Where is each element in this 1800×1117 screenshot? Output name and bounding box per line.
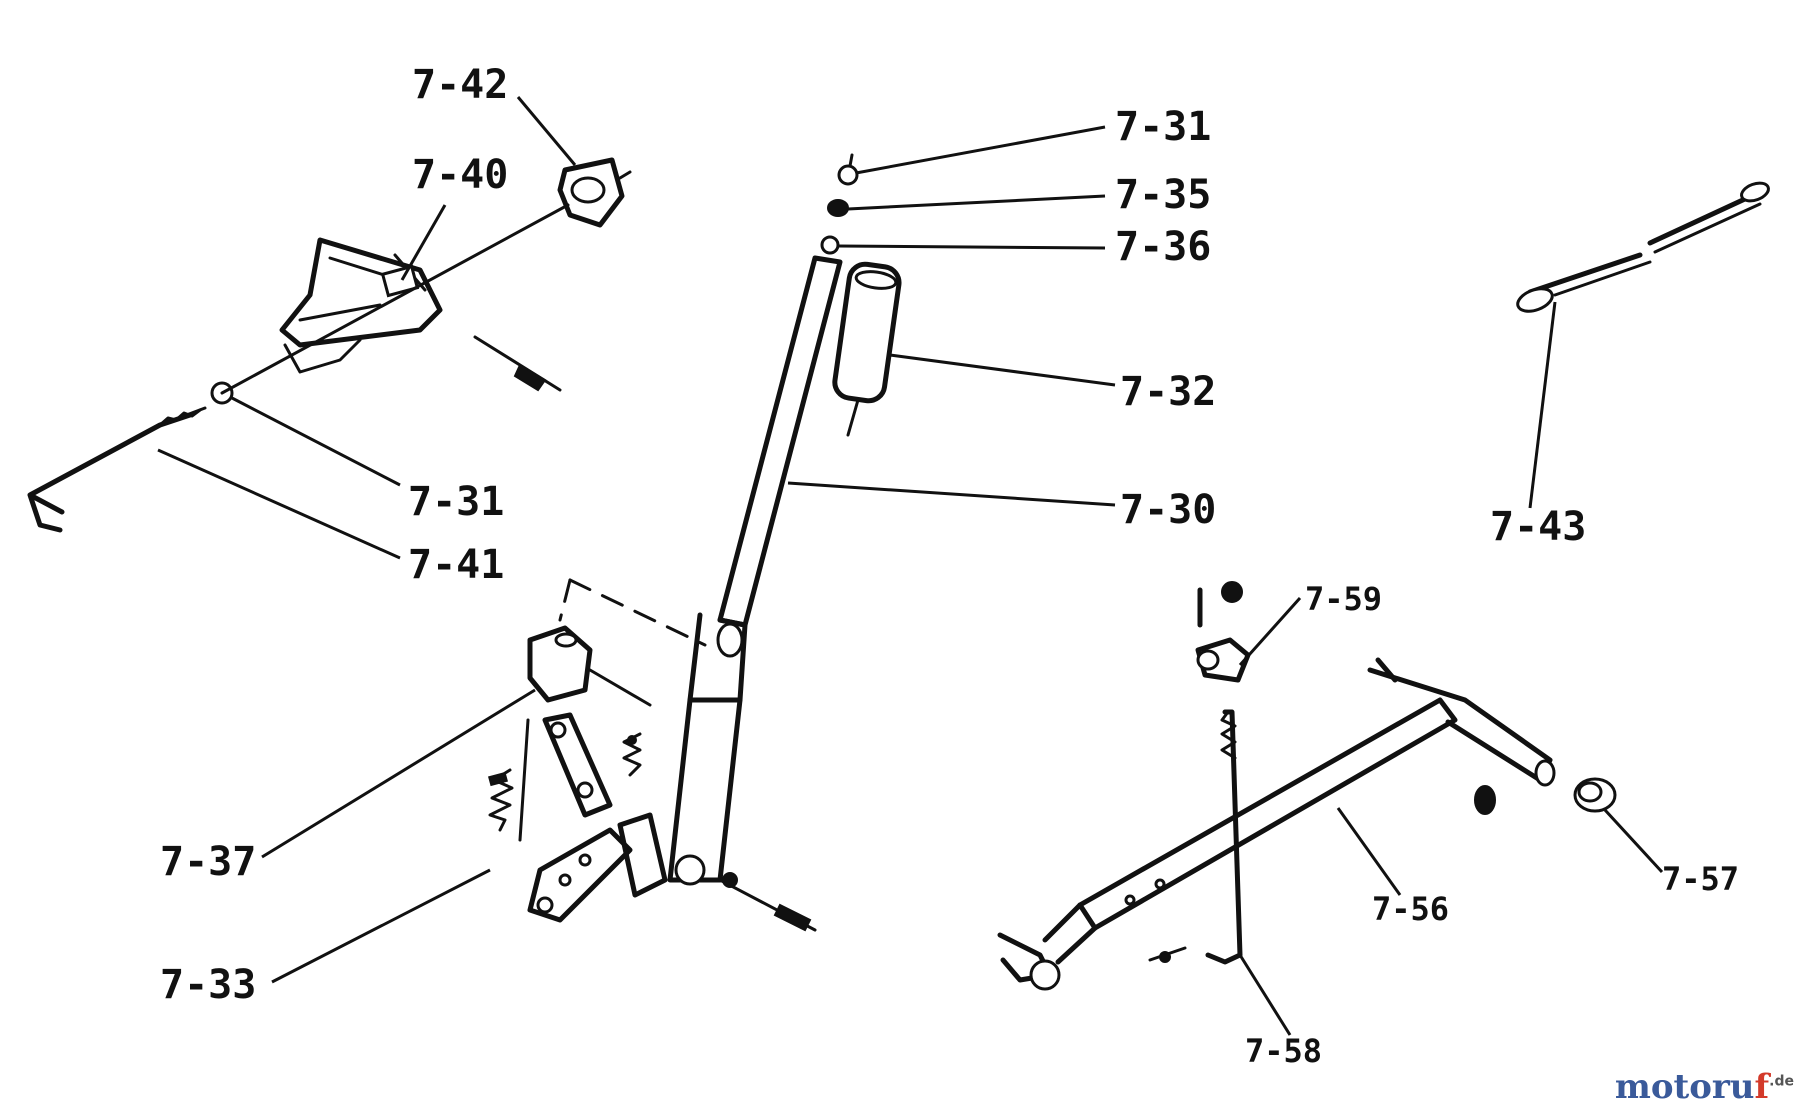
- part-7-36-nut: [820, 235, 840, 255]
- part-7-35-washer: [827, 199, 849, 217]
- part-7-40-bracket: [279, 237, 443, 374]
- linkage-arm: [518, 712, 668, 923]
- label-7-42: 7-42: [412, 62, 508, 108]
- label-7-32: 7-32: [1120, 369, 1216, 415]
- label-7-56: 7-56: [1372, 890, 1449, 928]
- part-7-33-spring: [488, 768, 514, 832]
- screw-upper: [473, 335, 562, 392]
- part-7-59-pin: [1195, 581, 1251, 683]
- part-7-32-grip: [832, 261, 902, 437]
- leader-lines: [157, 96, 1664, 1036]
- label-7-33: 7-33: [160, 962, 256, 1008]
- spring-center: [622, 732, 642, 777]
- washer-small: [1474, 785, 1496, 815]
- label-7-31-top: 7-31: [1115, 104, 1211, 150]
- bolt-bottom: [718, 872, 817, 932]
- label-7-30: 7-30: [1120, 487, 1216, 533]
- part-7-37-block: [527, 625, 652, 707]
- connector-line-knob-rod: [220, 203, 570, 395]
- label-7-59: 7-59: [1305, 580, 1382, 618]
- dashed-assembly-line: [558, 578, 707, 647]
- part-7-56-frame: [997, 657, 1556, 991]
- part-7-31-ball-top: [837, 153, 859, 186]
- label-7-58: 7-58: [1245, 1032, 1322, 1070]
- label-7-43: 7-43: [1490, 504, 1586, 550]
- label-7-35: 7-35: [1115, 172, 1211, 218]
- label-7-31-left: 7-31: [408, 479, 504, 525]
- watermark-logo: motoruf.de: [1614, 1067, 1794, 1107]
- label-7-41: 7-41: [408, 542, 504, 588]
- part-7-30-lever: [667, 255, 843, 886]
- part-7-57-cap: [1573, 777, 1617, 813]
- part-7-41-rod: [27, 406, 207, 533]
- part-labels: 7-42 7-40 7-31 7-35 7-36 7-32 7-30 7-31 …: [160, 62, 1739, 1070]
- label-7-40: 7-40: [412, 152, 508, 198]
- label-7-37: 7-37: [160, 839, 256, 885]
- label-7-36: 7-36: [1115, 224, 1211, 270]
- part-7-43-rod: [1516, 181, 1770, 313]
- part-7-42-knob: [557, 157, 632, 228]
- label-7-57: 7-57: [1662, 860, 1739, 898]
